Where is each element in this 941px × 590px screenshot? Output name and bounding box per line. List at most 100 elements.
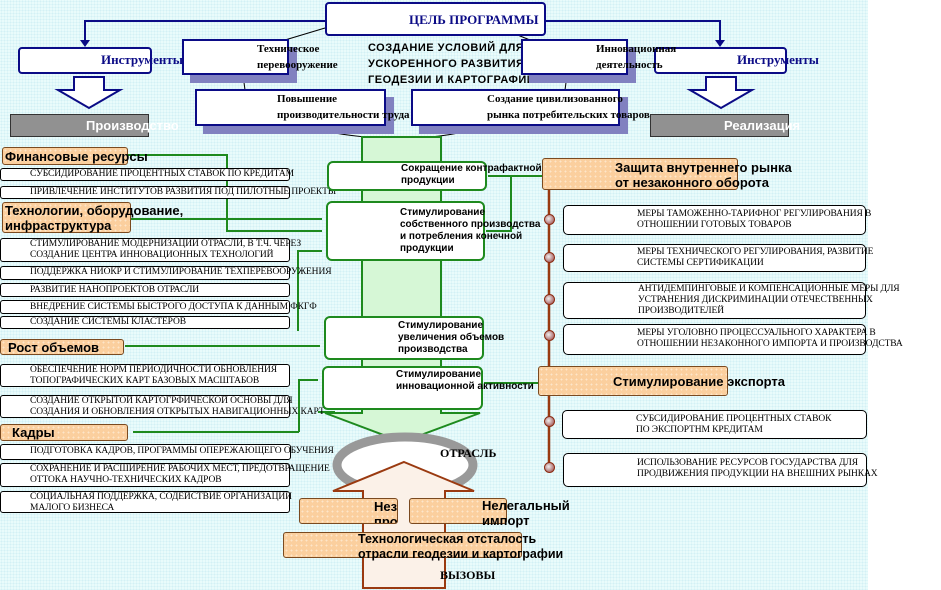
technology-label: Технологии, оборудование,инфраструктура	[5, 203, 184, 233]
financial-resources-label-box	[2, 147, 128, 165]
list-item	[563, 453, 867, 487]
timeline-dot-icon	[544, 416, 555, 427]
innovation-box	[521, 39, 628, 75]
list-item	[0, 300, 290, 314]
timeline-dot-icon	[544, 214, 555, 225]
timeline-dot-icon	[544, 294, 555, 305]
personnel-label: Кадры	[12, 425, 55, 440]
list-item	[0, 491, 290, 513]
challenges-title: ВЫЗОВЫ	[440, 568, 496, 582]
list-item	[563, 244, 866, 272]
thin-connector	[284, 27, 326, 41]
list-item	[563, 282, 866, 319]
arrowhead	[80, 40, 90, 47]
instruments-right-box	[654, 47, 787, 74]
program-goal-title: ЦЕЛЬ ПРОГРАММЫ	[409, 12, 539, 27]
counterfeit-reduction-box	[327, 161, 487, 191]
industry-label: ОТРАСЛЬ	[440, 446, 497, 460]
list-item-text: ПРИВЛЕЧЕНИЕ ИНСТИТУТОВ РАЗВИТИЯ ПОД ПИЛО…	[30, 187, 337, 197]
volume-increase-box	[324, 316, 484, 360]
list-item-text: РАЗВИТИЕ НАНОПРОЕКТОВ ОТРАСЛИ	[30, 285, 200, 295]
list-item	[0, 316, 290, 329]
timeline-dot-icon	[544, 330, 555, 341]
list-item	[0, 463, 290, 487]
list-item-text: МЕРЫ ТЕХНИЧЕСКОГО РЕГУЛИРОВАНИЯ, РАЗВИТИ…	[637, 247, 874, 268]
list-item-text: ПОДДЕРЖКА НИОКР И СТИМУЛИРОВАНИЕ ТЕХПЕРЕ…	[30, 267, 332, 277]
instruments-right-label: Инструменты	[737, 52, 819, 67]
list-item-text: СОЗДАНИЕ СИСТЕМЫ КЛАСТЕРОВ	[30, 317, 186, 327]
technology-label-box	[2, 202, 131, 233]
market-protection-label-box	[542, 158, 738, 190]
own-production-box	[326, 201, 485, 261]
production-bar	[10, 114, 149, 137]
list-item	[0, 395, 290, 418]
goal-to-left-instruments-arrow	[84, 20, 325, 44]
technological-lag-box	[283, 532, 522, 558]
timeline-dot-icon	[544, 462, 555, 473]
realization-hollow-arrow	[686, 76, 756, 110]
goal-subtitle-line: ГЕОДЕЗИИ И КАРТОГРАФИИ	[368, 74, 536, 86]
tech-reequipment-box	[182, 39, 289, 75]
thin-connector	[564, 74, 568, 91]
list-item-text: СУБСИДИРОВАНИЕ ПРОЦЕНТНЫХ СТАВОК ПО КРЕД…	[30, 169, 294, 179]
illegal-production-label: Незаконноепроизводство	[374, 499, 398, 524]
realization-bar	[650, 114, 789, 137]
arrowhead	[715, 40, 725, 47]
list-item-text: АНТИДЕМПИНГОВЫЕ И КОМПЕНСАЦИОННЫЕ МЕРЫ Д…	[638, 284, 900, 316]
list-item-text: СОЗДАНИЕ ОТКРЫТОЙ КАРТОГРФИЧЕСКОЙ ОСНОВЫ…	[30, 396, 325, 417]
realization-label: Реализация	[724, 118, 801, 133]
list-item	[0, 444, 291, 460]
production-hollow-arrow	[54, 76, 124, 110]
financial-resources-label: Финансовые ресурсы	[5, 149, 148, 164]
goal-subtitle-line: УСКОРЕННОГО РАЗВИТИЯ	[368, 58, 525, 70]
civilized-market-box	[411, 89, 620, 126]
green-connectors	[125, 154, 542, 433]
list-item-text: ОБЕСПЕЧЕНИЕ НОРМ ПЕРИОДИЧНОСТИ ОБНОВЛЕНИ…	[30, 365, 277, 386]
productivity-box	[195, 89, 386, 126]
export-stimulation-label-box	[538, 366, 728, 396]
illegal-import-box	[409, 498, 507, 524]
volume-growth-label: Рост объемов	[8, 340, 100, 355]
list-item-text: ПОДГОТОВКА КАДРОВ, ПРОГРАММЫ ОПЕРЕЖАЮЩЕГ…	[30, 446, 334, 456]
illegal-production-box: Незаконноепроизводство	[299, 498, 398, 524]
list-item	[0, 238, 290, 262]
production-label: Производство	[86, 118, 179, 133]
list-item-text: СОХРАНЕНИЕ И РАСШИРЕНИЕ РАБОЧИХ МЕСТ, ПР…	[30, 464, 330, 485]
list-item-text: МЕРЫ УГОЛОВНО ПРОЦЕССУАЛЬНОГО ХАРАКТЕРА …	[637, 328, 903, 349]
list-item	[0, 168, 290, 181]
list-item	[562, 410, 867, 439]
list-item	[0, 266, 290, 280]
list-item	[563, 205, 866, 235]
program-goal-box: ЦЕЛЬ ПРОГРАММЫ	[325, 2, 546, 36]
list-item-text: СТИМУЛИРОВАНИЕ МОДЕРНИЗАЦИИ ОТРАСЛИ, В Т…	[30, 239, 302, 260]
timeline-dot-icon	[544, 252, 555, 263]
list-item	[563, 324, 866, 355]
instruments-left-box	[18, 47, 152, 74]
export-stimulation-label: Стимулирование экспорта	[613, 374, 786, 389]
list-item	[0, 364, 290, 387]
list-item-text: СОЦИАЛЬНАЯ ПОДДЕРЖКА, СОДЕЙСТВИЕ ОРГАНИЗ…	[30, 492, 292, 513]
goal-to-right-instruments-arrow	[545, 20, 721, 44]
list-item-text: ВНЕДРЕНИЕ СИСТЕМЫ БЫСТРОГО ДОСТУПА К ДАН…	[30, 302, 317, 312]
instruments-left-label: Инструменты	[101, 52, 183, 67]
program-goal-subtitle: СОЗДАНИЕ УСЛОВИЙ ДЛЯ УСКОРЕННОГО РАЗВИТИ…	[368, 40, 535, 88]
list-item	[0, 283, 290, 297]
personnel-label-box	[0, 424, 128, 441]
volume-growth-label-box	[0, 339, 124, 355]
goal-subtitle-line: СОЗДАНИЕ УСЛОВИЙ ДЛЯ	[368, 42, 525, 54]
thin-connector	[242, 74, 246, 91]
innovation-activity-box	[322, 366, 483, 410]
